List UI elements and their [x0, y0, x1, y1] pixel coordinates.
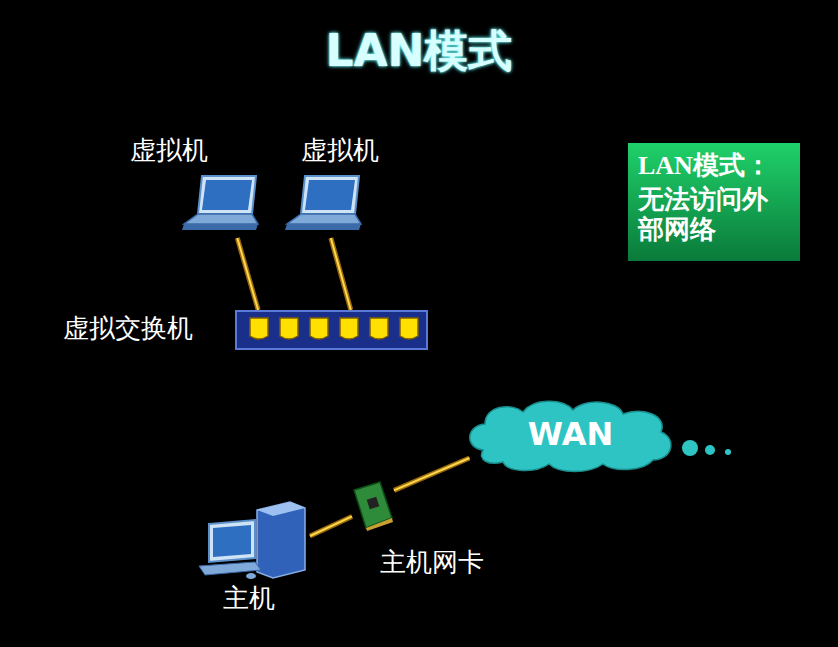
- virtual-machine: 虚拟机: [283, 136, 428, 238]
- node-label: 虚拟交换机: [63, 314, 193, 344]
- note-heading: LAN模式：: [638, 151, 771, 181]
- node-label: 主机: [223, 584, 275, 614]
- thought-bubble: [682, 440, 698, 456]
- note-body: 无法访问外部网络: [638, 185, 790, 245]
- host-computer-icon: [195, 500, 310, 580]
- switch-icon: [235, 310, 428, 350]
- laptop-icon: [180, 174, 260, 238]
- cable-core: [310, 516, 352, 536]
- cable-core: [237, 238, 258, 310]
- title: LAN模式: [0, 22, 838, 81]
- host-computer: 主机: [195, 500, 310, 580]
- thought-bubble: [725, 449, 731, 455]
- node-label: 虚拟机: [301, 136, 379, 166]
- cable-outline: [331, 238, 351, 310]
- note-box: LAN模式： 无法访问外部网络: [628, 143, 800, 261]
- cable-connector: [394, 458, 469, 490]
- node-label: 主机网卡: [380, 548, 484, 578]
- cable-core: [394, 458, 469, 490]
- host-nic: 主机网卡: [352, 480, 394, 532]
- cable-core: [331, 238, 351, 310]
- nic-card-icon: [352, 480, 394, 532]
- node-label: 虚拟机: [130, 136, 208, 166]
- virtual-machine: 虚拟机: [130, 136, 275, 238]
- virtual-switch: 虚拟交换机: [235, 310, 428, 350]
- node-label: WAN: [463, 416, 678, 453]
- cable-outline: [310, 516, 352, 536]
- cable-outline: [237, 238, 258, 310]
- cable-outline: [394, 458, 469, 490]
- wan-cloud: WAN: [463, 398, 678, 473]
- cable-connector: [331, 238, 351, 310]
- thought-bubble: [705, 445, 715, 455]
- laptop-icon: [283, 174, 363, 238]
- cable-connector: [237, 238, 258, 310]
- cable-connector: [310, 516, 352, 536]
